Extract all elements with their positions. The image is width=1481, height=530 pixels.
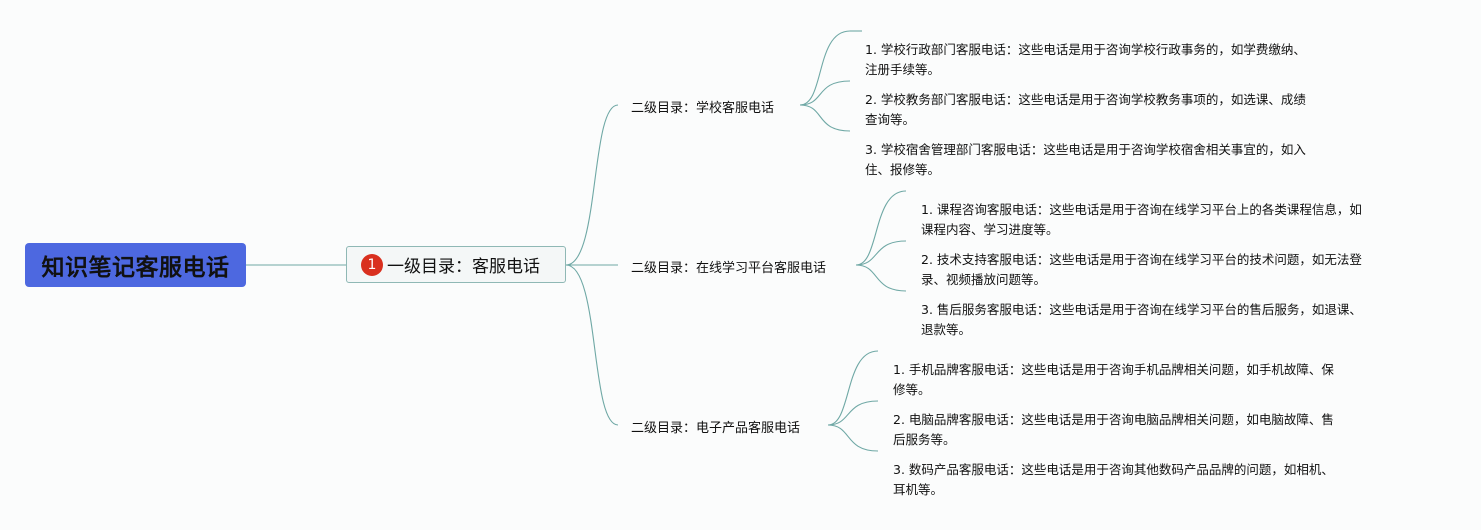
leaf-node-digital-products[interactable]: 3. 数码产品客服电话：这些电话是用于咨询其他数码产品品牌的问题，如相机、 耳机…	[893, 460, 1334, 500]
level2-label: 二级目录：在线学习平台客服电话	[631, 261, 827, 276]
leaf-line: 修等。	[893, 382, 931, 397]
leaf-line: 退款等。	[921, 322, 972, 337]
connector-level1-b0	[565, 104, 619, 266]
leaf-line: 3. 学校宿舍管理部门客服电话：这些电话是用于咨询学校宿舍相关事宜的，如入	[865, 142, 1306, 157]
priority-badge-icon: 1	[361, 253, 383, 276]
root-node[interactable]: 知识笔记客服电话	[25, 243, 246, 287]
connector-b1-item0	[855, 190, 907, 266]
leaf-line: 1. 学校行政部门客服电话：这些电话是用于咨询学校行政事务的，如学费缴纳、	[865, 42, 1306, 57]
leaf-line: 注册手续等。	[865, 62, 941, 77]
connector-b0-item2	[799, 104, 851, 132]
connector-b1-item1	[855, 240, 907, 266]
leaf-line: 3. 数码产品客服电话：这些电话是用于咨询其他数码产品品牌的问题，如相机、	[893, 462, 1334, 477]
level1-label: 一级目录：客服电话	[387, 257, 540, 277]
leaf-line: 2. 技术支持客服电话：这些电话是用于咨询在线学习平台的技术问题，如无法登	[921, 252, 1362, 267]
leaf-line: 2. 电脑品牌客服电话：这些电话是用于咨询电脑品牌相关问题，如电脑故障、售	[893, 412, 1334, 427]
leaf-node-tech-support[interactable]: 2. 技术支持客服电话：这些电话是用于咨询在线学习平台的技术问题，如无法登 录、…	[921, 250, 1362, 290]
leaf-node-course-consult[interactable]: 1. 课程咨询客服电话：这些电话是用于咨询在线学习平台上的各类课程信息，如 课程…	[921, 200, 1362, 240]
level2-node-online-learning[interactable]: 二级目录：在线学习平台客服电话	[631, 257, 826, 276]
leaf-line: 查询等。	[865, 112, 916, 127]
leaf-line: 课程内容、学习进度等。	[921, 222, 1059, 237]
level2-node-school[interactable]: 二级目录：学校客服电话	[631, 97, 774, 116]
connector-b2-item0	[827, 350, 879, 426]
leaf-line: 2. 学校教务部门客服电话：这些电话是用于咨询学校教务事项的，如选课、成绩	[865, 92, 1306, 107]
leaf-line: 1. 手机品牌客服电话：这些电话是用于咨询手机品牌相关问题，如手机故障、保	[893, 362, 1334, 377]
leaf-line: 住、报修等。	[865, 162, 941, 177]
connector-b0-item1	[799, 80, 851, 106]
leaf-node-computer-brand[interactable]: 2. 电脑品牌客服电话：这些电话是用于咨询电脑品牌相关问题，如电脑故障、售 后服…	[893, 410, 1334, 450]
leaf-line: 1. 课程咨询客服电话：这些电话是用于咨询在线学习平台上的各类课程信息，如	[921, 202, 1362, 217]
leaf-line: 耳机等。	[893, 482, 944, 497]
connector-b2-item1	[827, 400, 879, 426]
leaf-line: 录、视频播放问题等。	[921, 272, 1047, 287]
connector-b1-item2	[855, 264, 907, 292]
root-title: 知识笔记客服电话	[41, 255, 230, 281]
leaf-node-school-academic[interactable]: 2. 学校教务部门客服电话：这些电话是用于咨询学校教务事项的，如选课、成绩 查询…	[865, 90, 1306, 130]
leaf-line: 后服务等。	[893, 432, 956, 447]
leaf-line: 3. 售后服务客服电话：这些电话是用于咨询在线学习平台的售后服务，如退课、	[921, 302, 1362, 317]
level2-label: 二级目录：电子产品客服电话	[631, 421, 801, 436]
leaf-node-after-sales[interactable]: 3. 售后服务客服电话：这些电话是用于咨询在线学习平台的售后服务，如退课、 退款…	[921, 300, 1362, 340]
level2-node-electronics[interactable]: 二级目录：电子产品客服电话	[631, 417, 800, 436]
connector-b2-item2	[827, 424, 879, 452]
leaf-node-school-dorm[interactable]: 3. 学校宿舍管理部门客服电话：这些电话是用于咨询学校宿舍相关事宜的，如入 住、…	[865, 140, 1306, 180]
connector-b0-item0	[799, 30, 851, 106]
level2-label: 二级目录：学校客服电话	[631, 101, 775, 116]
connector-level1-b2	[565, 264, 619, 426]
level1-node[interactable]: 1 一级目录：客服电话	[346, 246, 566, 283]
leaf-node-school-admin[interactable]: 1. 学校行政部门客服电话：这些电话是用于咨询学校行政事务的，如学费缴纳、 注册…	[865, 40, 1306, 80]
leaf-node-phone-brand[interactable]: 1. 手机品牌客服电话：这些电话是用于咨询手机品牌相关问题，如手机故障、保 修等…	[893, 360, 1334, 400]
